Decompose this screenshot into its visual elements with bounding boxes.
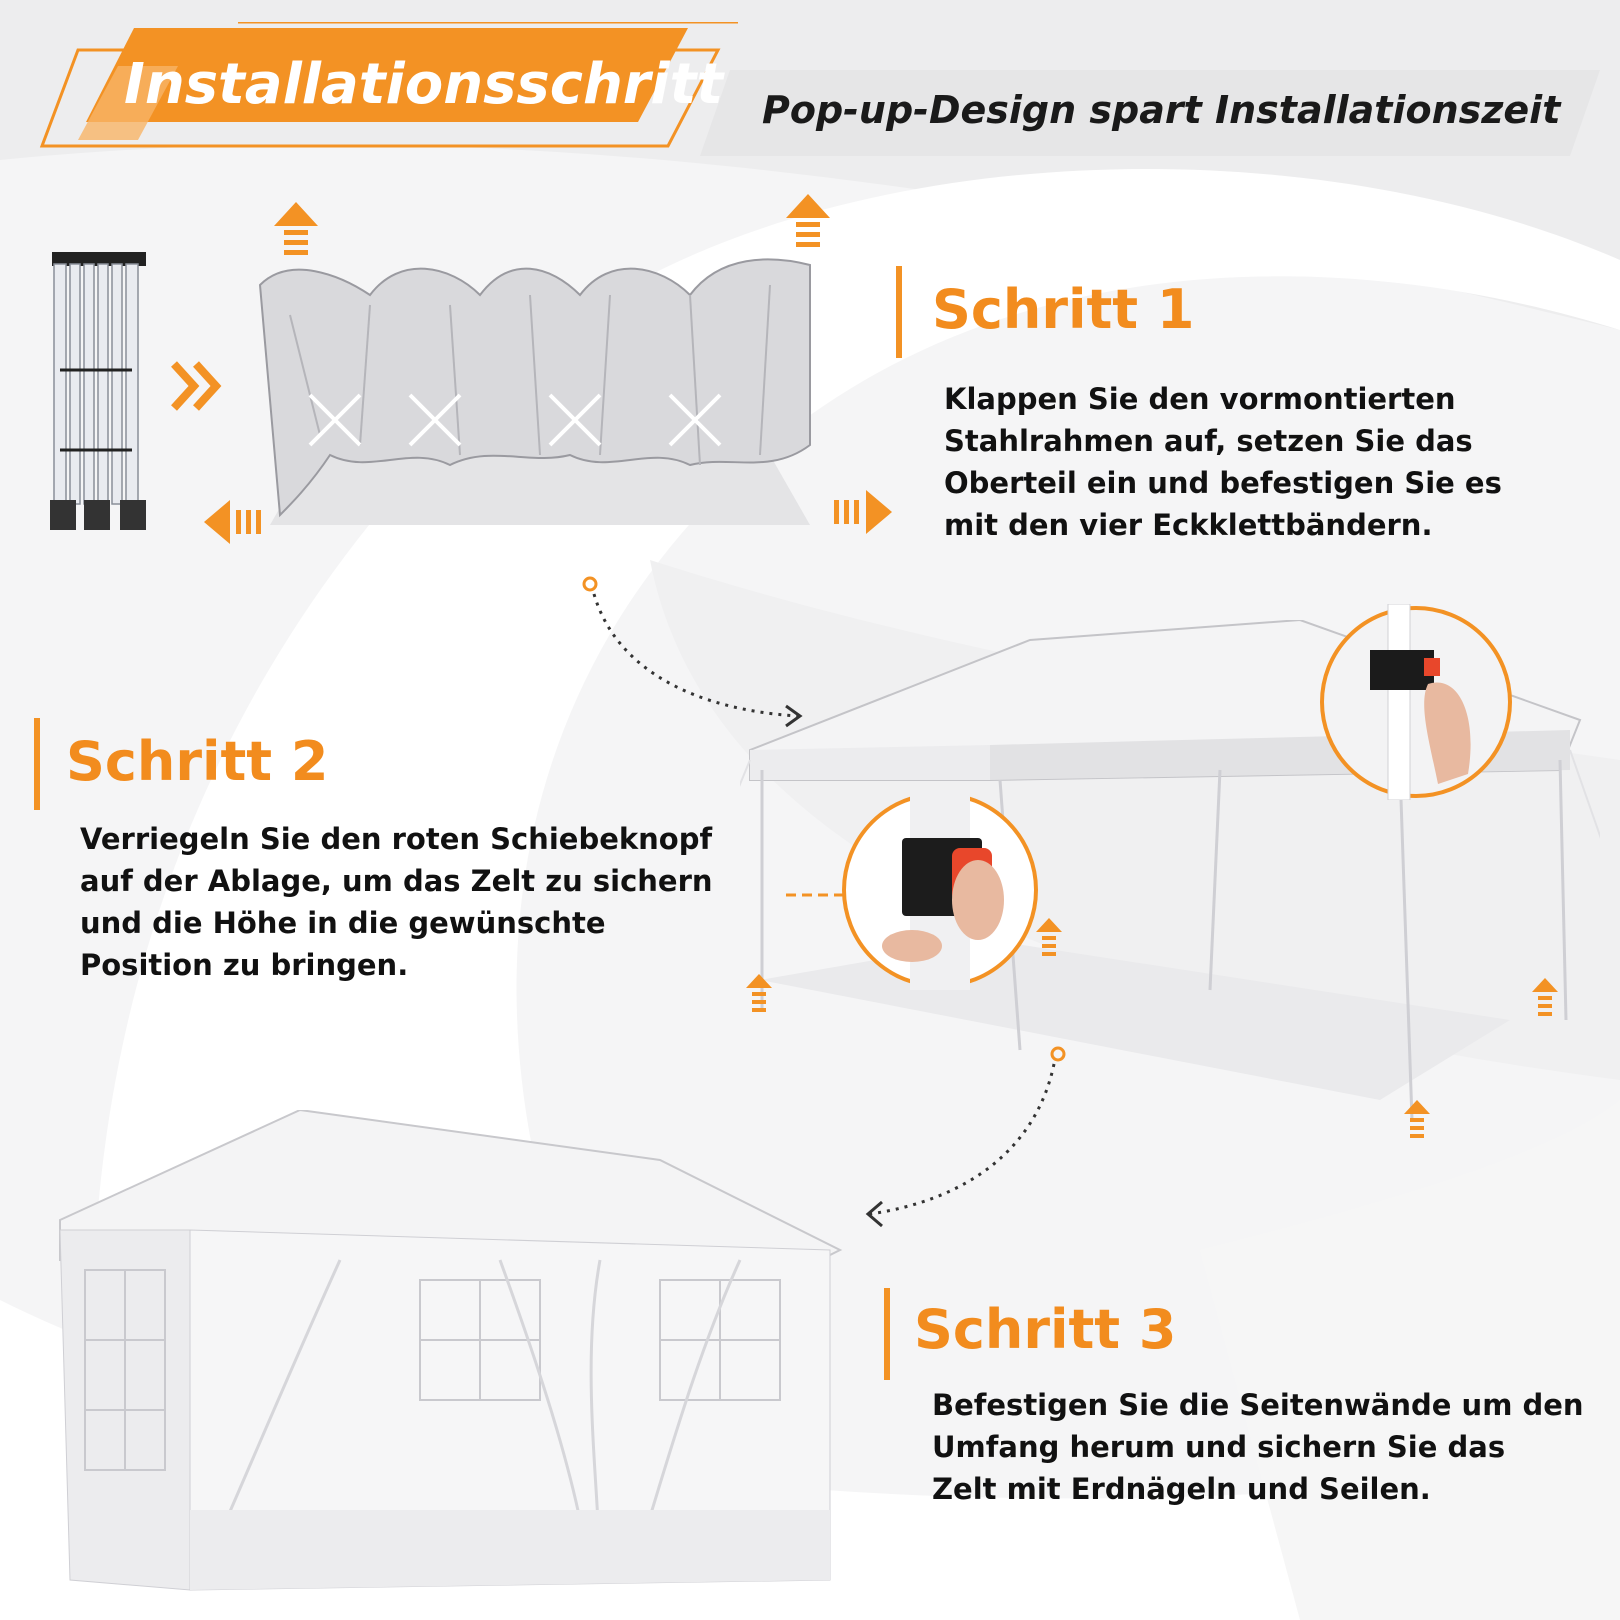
lift-up-arrow-icon bbox=[1530, 976, 1560, 1020]
step2-title: Schritt 2 bbox=[66, 730, 329, 793]
button-closeup-image bbox=[840, 790, 1040, 990]
page-title: Installationsschritte bbox=[124, 52, 762, 117]
step1-accent-bar bbox=[896, 266, 902, 358]
expand-up-arrow-icon bbox=[784, 192, 832, 256]
step3-description: Befestigen Sie die Seitenwände um den Um… bbox=[932, 1384, 1584, 1510]
step2-line: Verriegeln Sie den roten Schiebeknopf bbox=[80, 822, 713, 856]
step3-accent-bar bbox=[884, 1288, 890, 1380]
tent-with-sidewalls-image bbox=[40, 1110, 860, 1600]
canopy-unfolding-image bbox=[250, 255, 850, 545]
step3-line: Zelt mit Erdnägeln und Seilen. bbox=[932, 1472, 1431, 1506]
step3-line: Befestigen Sie die Seitenwände um den bbox=[932, 1388, 1584, 1422]
step1-line: mit den vier Eckklettbändern. bbox=[944, 508, 1433, 542]
lift-up-arrow-icon bbox=[1402, 1098, 1432, 1142]
expand-left-arrow-icon bbox=[202, 498, 270, 546]
step3-line: Umfang herum und sichern Sie das bbox=[932, 1430, 1506, 1464]
step1-line: Klappen Sie den vormontierten bbox=[944, 382, 1456, 416]
step2-line: und die Höhe in die gewünschte bbox=[80, 906, 606, 940]
step2-line: Position zu bringen. bbox=[80, 948, 409, 982]
expand-right-arrow-icon bbox=[826, 488, 894, 536]
header-badge bbox=[39, 22, 738, 148]
page-subtitle: Pop-up-Design spart Installationszeit bbox=[762, 88, 1561, 132]
step1-title: Schritt 1 bbox=[932, 278, 1195, 341]
lift-up-arrow-icon bbox=[744, 972, 774, 1016]
lift-up-arrow-icon bbox=[1034, 916, 1064, 960]
dotted-connector bbox=[865, 1046, 1066, 1228]
dotted-connector bbox=[582, 576, 803, 728]
subtitle-band bbox=[700, 70, 1600, 156]
dashed-callout-line bbox=[786, 893, 846, 897]
double-chevron-right-icon bbox=[168, 356, 228, 416]
step3-title: Schritt 3 bbox=[914, 1298, 1177, 1361]
corner-velcro-closeup-image bbox=[1318, 604, 1514, 800]
step1-line: Oberteil ein und befestigen Sie es bbox=[944, 466, 1502, 500]
step2-line: auf der Ablage, um das Zelt zu sichern bbox=[80, 864, 713, 898]
folded-frame-image bbox=[44, 250, 154, 540]
step1-line: Stahlrahmen auf, setzen Sie das bbox=[944, 424, 1473, 458]
expand-up-arrow-icon bbox=[272, 200, 320, 264]
step1-description: Klappen Sie den vormontierten Stahlrahme… bbox=[944, 378, 1502, 546]
step2-description: Verriegeln Sie den roten Schiebeknopf au… bbox=[80, 818, 713, 986]
step2-accent-bar bbox=[34, 718, 40, 810]
